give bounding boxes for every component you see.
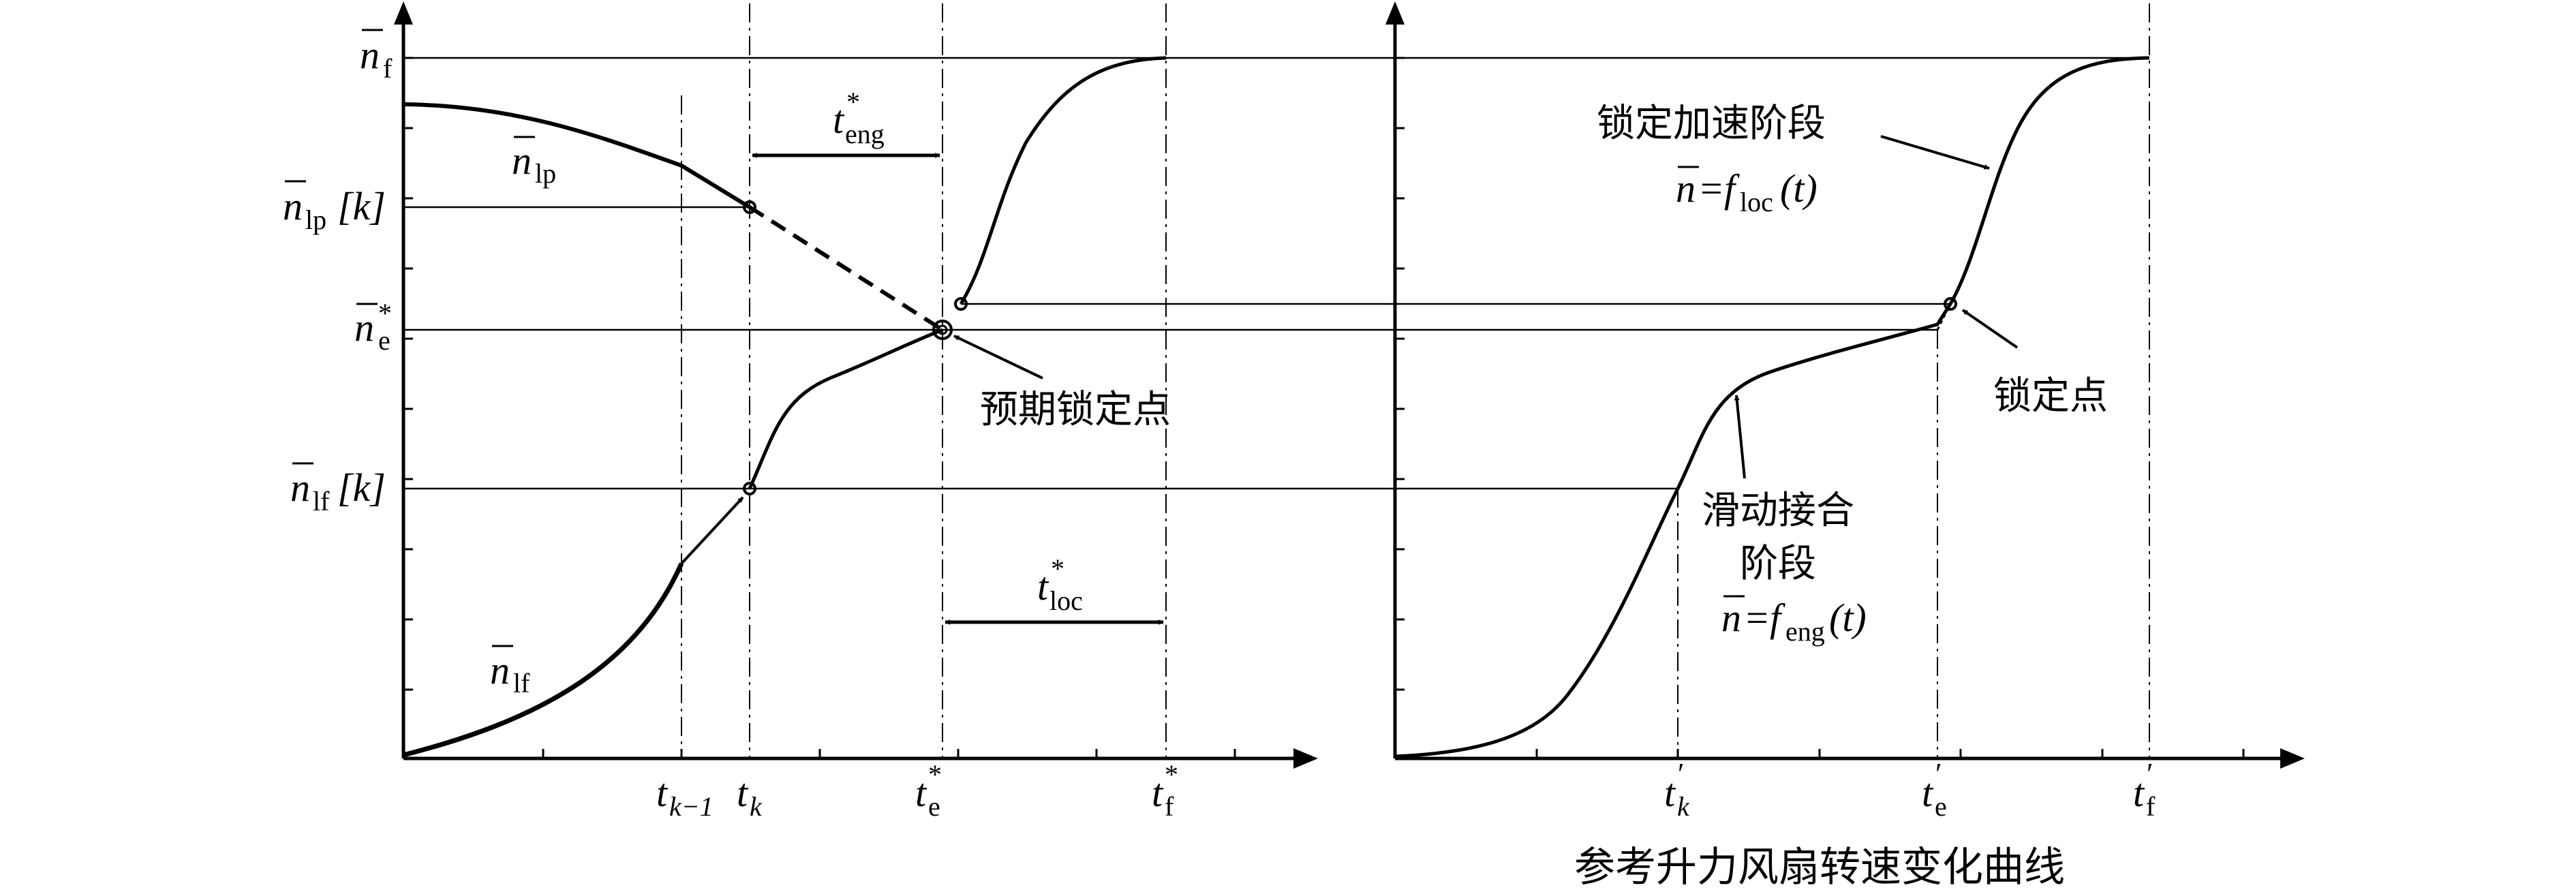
teng-label-symbol: t	[833, 97, 845, 142]
lock-accel-eq-f: f	[1724, 166, 1740, 211]
teng-label-sub: eng	[845, 119, 885, 149]
curve-te-dotted-bridge	[1936, 303, 1952, 330]
lock-point-label: 锁定点	[1993, 374, 2108, 418]
left-vertical-guides	[681, 3, 1167, 758]
x-label-te-prime-sup: ′	[1935, 757, 1942, 790]
x-label-tk-prime-sup: ′	[1678, 757, 1685, 790]
x-label-tk-sub: k	[750, 791, 763, 822]
curve-label-nlp-sub: lp	[535, 158, 556, 189]
right-x-axis-arrow	[2280, 748, 2305, 769]
lock-accel-eq-lhs: n	[1676, 166, 1696, 211]
x-label-tk-symbol: t	[737, 771, 749, 815]
y-label-nlf-k-symbol: n	[290, 465, 310, 510]
curve-nlp	[403, 102, 751, 209]
x-label-tf-prime-symbol: t	[2133, 771, 2145, 815]
cross-panel-refs	[750, 57, 2149, 490]
x-label-tk1-symbol: t	[656, 771, 669, 815]
lock-accel-eq-arg: (t)	[1780, 166, 1818, 211]
y-label-nlp-k-index: [k]	[337, 184, 386, 228]
x-label-te-sup: *	[928, 759, 942, 790]
x-label-tf-sub: f	[1165, 791, 1174, 822]
left-panel-text: n f n lp [k] n e * n lf [k] n lp n lf t …	[283, 29, 1178, 822]
curve-nlf-arrow-segment	[680, 496, 744, 565]
right-y-axis-arrow	[1385, 1, 1405, 25]
x-label-tk1-sub: k−1	[669, 791, 714, 822]
slip-eq-sub: eng	[1785, 616, 1825, 647]
curve-nlp-extrapolated	[748, 205, 944, 332]
slip-eq-lhs: n	[1721, 596, 1741, 640]
tloc-label-sub: loc	[1049, 585, 1083, 616]
curve-label-nlp-symbol: n	[512, 138, 532, 183]
marker-nlp-k	[743, 200, 756, 214]
curve-nlf-continuation	[748, 328, 943, 490]
x-label-tf-sup: *	[1165, 759, 1178, 790]
y-label-nf-symbol: n	[360, 33, 380, 77]
lock-accel-stage-label: 锁定加速阶段	[1597, 102, 1826, 146]
x-label-te-prime-symbol: t	[1922, 771, 1934, 815]
lock-accel-eq-sub: loc	[1740, 187, 1773, 217]
slip-stage-label-line1: 滑动接合	[1702, 489, 1854, 533]
x-label-tf-symbol: t	[1152, 771, 1164, 815]
x-label-te-sub: e	[928, 791, 940, 822]
lock-accel-pointer	[1880, 135, 1990, 170]
left-x-axis-arrow	[1293, 748, 1318, 769]
y-label-nlp-k-sub: lp	[305, 204, 326, 235]
y-label-ne-star-sub: e	[378, 325, 390, 356]
x-label-tk-prime-symbol: t	[1664, 771, 1676, 815]
x-label-tf-prime-sup: ′	[2147, 757, 2153, 790]
expected-lock-pointer	[953, 335, 1043, 380]
left-horizontal-refs	[403, 57, 1166, 490]
x-label-te-symbol: t	[915, 771, 927, 815]
slip-eq-f: f	[1770, 596, 1785, 640]
slip-eq-arg: (t)	[1829, 596, 1867, 640]
slip-stage-label-line2: 阶段	[1740, 542, 1816, 586]
teng-label-sup: *	[846, 87, 860, 117]
slip-eq-equals: =	[1746, 596, 1768, 640]
curve-nlf	[403, 562, 684, 758]
curve-reference-speed	[1394, 56, 2150, 758]
x-label-te-prime-sub: e	[1935, 791, 1947, 822]
expected-lock-point-label: 预期锁定点	[980, 388, 1171, 432]
right-vertical-guides	[1677, 3, 2150, 758]
figure-caption: 参考升力风扇转速变化曲线	[1574, 844, 2065, 891]
y-label-nf-sub: f	[383, 53, 393, 84]
lock-point-pointer	[1961, 309, 2019, 349]
y-label-ne-star-symbol: n	[354, 305, 374, 350]
left-panel	[394, 1, 1318, 769]
marker-lock-point	[1944, 297, 1957, 311]
right-panel-text: 锁定加速阶段 n = f loc (t) 锁定点 滑动接合 阶段 n = f e…	[1574, 102, 2156, 891]
x-label-tk-prime-sub: k	[1677, 791, 1690, 822]
left-y-axis-arrow	[394, 1, 413, 25]
curve-lock-accel	[959, 56, 1167, 305]
tloc-label-symbol: t	[1037, 564, 1049, 609]
y-label-nlf-k-sub: lf	[313, 486, 330, 517]
lock-accel-eq-equals: =	[1700, 166, 1723, 211]
slip-stage-pointer	[1734, 395, 1746, 479]
curve-label-nlf-symbol: n	[490, 648, 510, 692]
x-label-tf-prime-sub: f	[2146, 791, 2156, 822]
y-label-nlf-k-index: [k]	[337, 465, 386, 510]
tloc-label-sup: *	[1051, 553, 1064, 584]
curve-label-nlf-sub: lf	[513, 668, 530, 698]
y-label-nlp-k-symbol: n	[283, 184, 303, 228]
y-label-ne-star-sup: *	[378, 298, 392, 328]
right-panel	[750, 1, 2305, 769]
right-y-ticks	[1395, 57, 1405, 691]
